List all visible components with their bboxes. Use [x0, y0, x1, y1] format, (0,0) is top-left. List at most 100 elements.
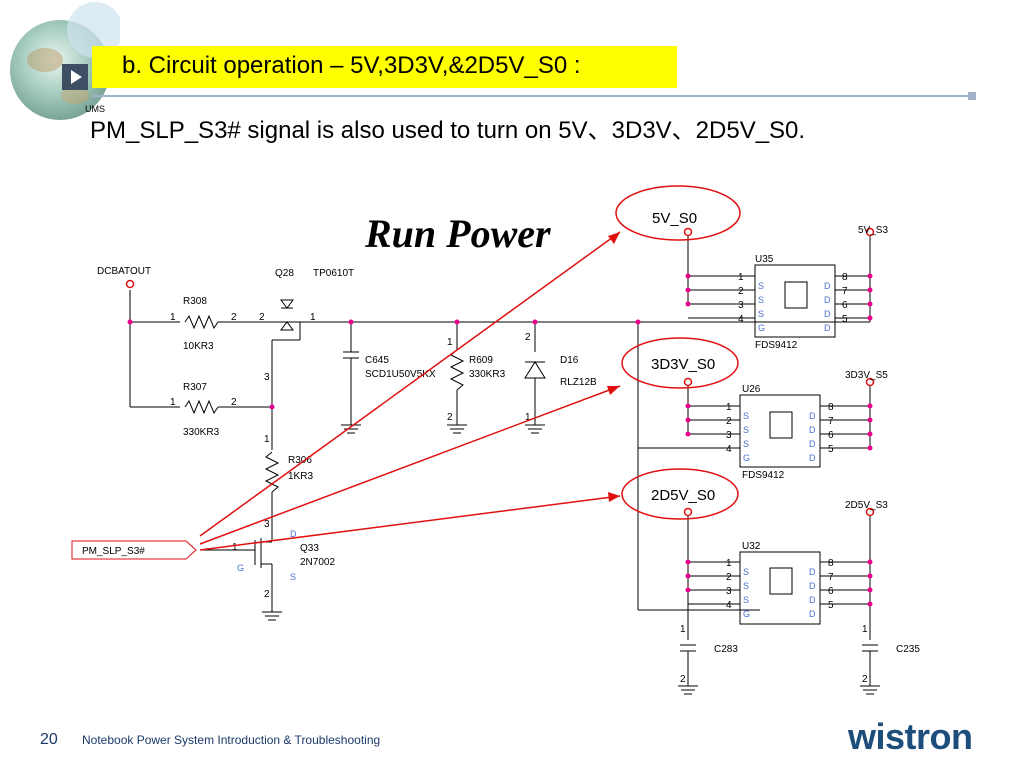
- net-label-5v-s3: 5V_S3: [858, 225, 888, 236]
- u35-pin: 6: [842, 300, 848, 311]
- net-label-pm-slp-s3: PM_SLP_S3#: [82, 546, 145, 557]
- u32-pin: 8: [828, 558, 834, 569]
- pin-number: 1: [680, 624, 686, 635]
- r306-ref: R306: [288, 455, 312, 466]
- u32-d-label: D: [809, 595, 816, 605]
- u35-ref: U35: [755, 254, 774, 265]
- pm-slp-s3-connector: [71, 540, 197, 560]
- pin-number: 1: [447, 337, 453, 348]
- d16-value: RLZ12B: [560, 377, 597, 388]
- pin-number: 2: [231, 397, 237, 408]
- u35-d-label: D: [824, 323, 831, 333]
- u26-s-label: S: [743, 425, 749, 435]
- pin-number: 2: [259, 312, 265, 323]
- pin-number: 3: [264, 372, 270, 383]
- r307-ref: R307: [183, 382, 207, 393]
- u35-pin: 4: [738, 314, 744, 325]
- u32-s-label: S: [743, 567, 749, 577]
- c235-ref: C235: [896, 644, 920, 655]
- play-button-icon: [62, 64, 88, 90]
- q33-value: 2N7002: [300, 557, 335, 568]
- net-label-dcbatout: DCBATOUT: [97, 266, 151, 277]
- u32-pin: 7: [828, 572, 834, 583]
- u32-d-label: D: [809, 567, 816, 577]
- u26-pin: 6: [828, 430, 834, 441]
- c283-ref: C283: [714, 644, 738, 655]
- r308-ref: R308: [183, 296, 207, 307]
- pin-number: 1: [170, 312, 176, 323]
- title-divider: [92, 95, 972, 97]
- u26-pin: 8: [828, 402, 834, 413]
- r308-value: 10KR3: [183, 341, 214, 352]
- d16-ref: D16: [560, 355, 579, 366]
- pin-number: 2: [680, 674, 686, 685]
- pin-number: 1: [862, 624, 868, 635]
- c645-value: SCD1U50V5KX: [365, 369, 436, 380]
- u26-pin: 1: [726, 402, 732, 413]
- u35-pin: 5: [842, 314, 848, 325]
- pin-number: 1: [525, 412, 531, 423]
- u26-d-label: D: [809, 411, 816, 421]
- logo-text: wistron: [848, 716, 973, 757]
- title-highlight: [92, 46, 677, 88]
- u35-pin: 7: [842, 286, 848, 297]
- net-label-3d3v-s5: 3D3V_S5: [845, 370, 888, 381]
- u26-d-label: D: [809, 425, 816, 435]
- c645-ref: C645: [365, 355, 389, 366]
- output-2d5v-s0: 2D5V_S0: [651, 487, 715, 504]
- divider-end-square: [968, 92, 976, 100]
- pin-number: 2: [862, 674, 868, 685]
- u32-pin: 2: [726, 572, 732, 583]
- pin-number: 2: [447, 412, 453, 423]
- u26-d-label: D: [809, 439, 816, 449]
- u32-g-label: G: [743, 609, 750, 619]
- u26-pin: 2: [726, 416, 732, 427]
- u32-pin: 6: [828, 586, 834, 597]
- pin-number: 1: [170, 397, 176, 408]
- u35-d-label: D: [824, 281, 831, 291]
- u35-s-label: S: [758, 309, 764, 319]
- slide-title: b. Circuit operation – 5V,3D3V,&2D5V_S0 …: [122, 52, 581, 79]
- u32-pin: 5: [828, 600, 834, 611]
- r306-value: 1KR3: [288, 471, 313, 482]
- u26-ref: U26: [742, 384, 761, 395]
- r307-value: 330KR3: [183, 427, 220, 438]
- pin-number: 1: [264, 434, 270, 445]
- q33-source-label: S: [290, 572, 296, 582]
- u35-value: FDS9412: [755, 340, 798, 351]
- u26-pin: 3: [726, 430, 732, 441]
- pin-number: 1: [310, 312, 316, 323]
- u35-d-label: D: [824, 295, 831, 305]
- output-3d3v-s0: 3D3V_S0: [651, 356, 715, 373]
- u35-s-label: S: [758, 295, 764, 305]
- u26-g-label: G: [743, 453, 750, 463]
- pin-number: 2: [231, 312, 237, 323]
- u35-pin: 3: [738, 300, 744, 311]
- r609-ref: R609: [469, 355, 493, 366]
- u32-ref: U32: [742, 541, 761, 552]
- u32-pin: 1: [726, 558, 732, 569]
- r609-value: 330KR3: [469, 369, 506, 380]
- u26-pin: 5: [828, 444, 834, 455]
- u35-s-label: S: [758, 281, 764, 291]
- run-power-heading: Run Power: [365, 211, 551, 256]
- pin-number: 2: [525, 332, 531, 343]
- globe-decoration: UMS: [10, 2, 120, 120]
- output-5v-s0: 5V_S0: [652, 210, 697, 227]
- wistron-logo: wistron: [848, 716, 973, 758]
- q28-ref: Q28: [275, 268, 294, 279]
- page-number: 20: [40, 731, 58, 748]
- pin-number: 2: [264, 589, 270, 600]
- u35-g-label: G: [758, 323, 765, 333]
- u26-d-label: D: [809, 453, 816, 463]
- pin-number: 1: [232, 542, 238, 553]
- q33-drain-label: D: [290, 529, 297, 539]
- q33-gate-label: G: [237, 563, 244, 573]
- net-label-2d5v-s3: 2D5V_S3: [845, 500, 888, 511]
- footer-text: Notebook Power System Introduction & Tro…: [82, 733, 381, 747]
- u32-s-label: S: [743, 595, 749, 605]
- slide-subtitle: PM_SLP_S3# signal is also used to turn o…: [90, 117, 806, 144]
- u32-pin: 3: [726, 586, 732, 597]
- q33-ref: Q33: [300, 543, 319, 554]
